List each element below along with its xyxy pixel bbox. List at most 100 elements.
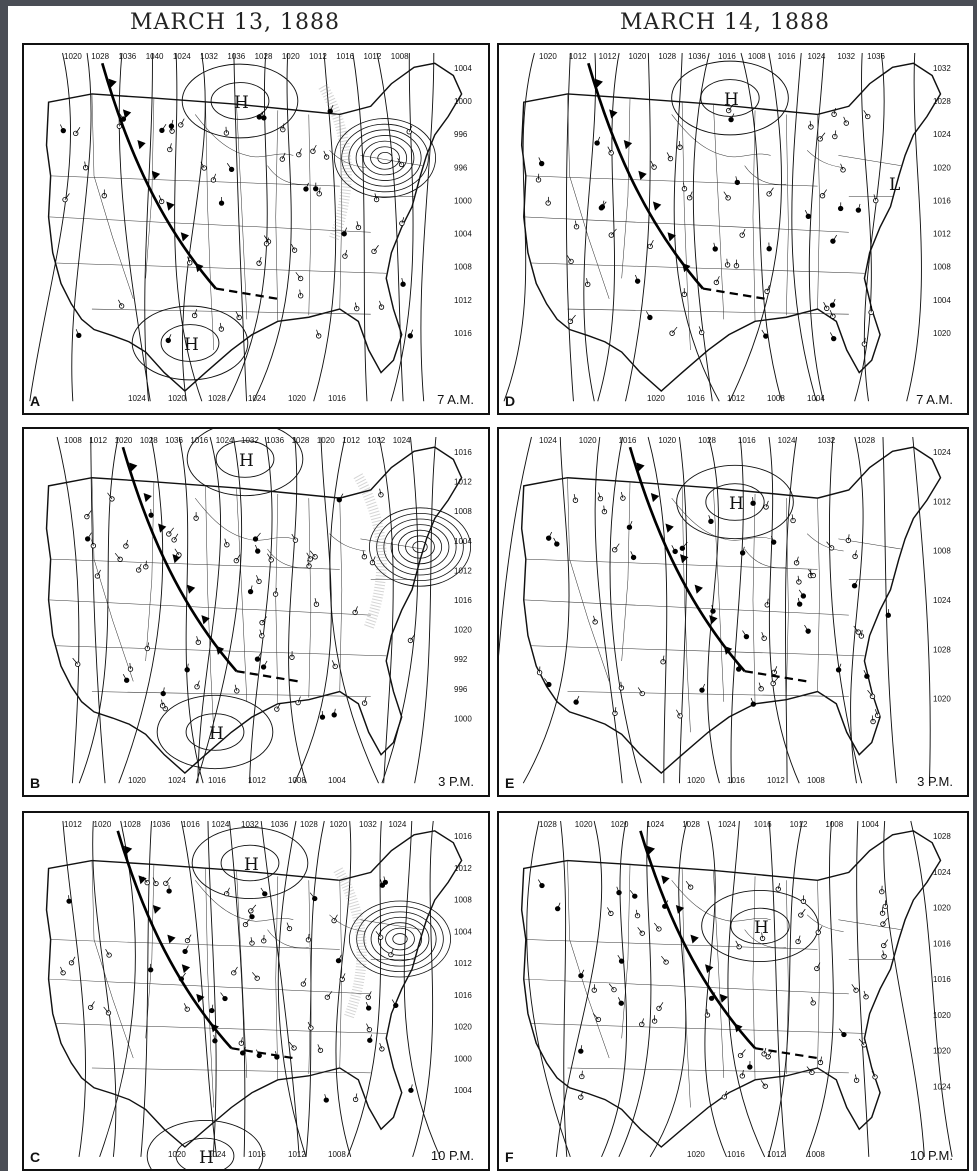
station-marker — [407, 637, 414, 644]
isobar-label: 996 — [454, 685, 468, 694]
wind-barb — [196, 680, 200, 687]
isobar-label: 1008 — [807, 776, 825, 785]
wind-barb — [305, 182, 309, 190]
wind-barb — [607, 907, 612, 914]
station-marker — [616, 890, 622, 896]
wind-barb — [662, 655, 665, 662]
front-symbol — [594, 78, 603, 88]
isobar-label: 1020 — [288, 394, 306, 403]
front-symbol — [665, 523, 674, 533]
isobar-label: 1028 — [255, 52, 273, 61]
isobar-label: 1008 — [933, 547, 951, 556]
wind-barb — [548, 531, 553, 539]
wind-barb — [874, 709, 878, 716]
station-marker — [594, 140, 600, 146]
wind-barb — [391, 999, 397, 1006]
station-marker — [167, 146, 173, 153]
wind-barb — [603, 505, 605, 512]
wind-barb — [773, 666, 778, 673]
high-pressure-label: H — [234, 93, 249, 113]
station-marker — [831, 111, 837, 117]
isobar-label: 1028 — [123, 820, 141, 829]
front-symbol — [172, 554, 181, 564]
isobar-label: 1032 — [241, 820, 259, 829]
station-marker — [120, 116, 127, 122]
wind-barb — [169, 143, 172, 150]
isobar-label: 1020 — [629, 52, 647, 61]
closed-isobar — [220, 844, 280, 882]
front-symbol — [638, 170, 647, 181]
wind-barb — [580, 1045, 583, 1052]
front-symbol — [661, 875, 670, 885]
wind-barb — [288, 1041, 295, 1049]
high-pressure-label: H — [729, 494, 744, 514]
wind-barb — [299, 289, 302, 296]
station-marker — [247, 588, 254, 595]
wind-barb — [809, 120, 812, 127]
state-boundary — [48, 978, 371, 995]
wind-barb — [107, 492, 113, 500]
wind-barb — [698, 326, 703, 333]
state-boundary — [48, 599, 371, 616]
front-symbol — [705, 964, 714, 974]
station-marker — [178, 122, 184, 128]
state-boundary — [339, 498, 343, 692]
wind-barb — [614, 707, 617, 714]
wind-barb — [181, 972, 186, 980]
isobar — [883, 820, 925, 1157]
wind-barb — [713, 242, 716, 250]
isobar-label: 1012 — [454, 864, 472, 873]
cold-front — [100, 62, 217, 290]
isobar — [180, 820, 218, 1157]
wind-barb — [365, 1001, 369, 1009]
isobar-label: 1024 — [216, 436, 234, 445]
state-boundary — [205, 485, 215, 733]
wind-barb — [161, 699, 163, 706]
isobar — [601, 820, 627, 1158]
state-boundary — [567, 1067, 849, 1074]
isobar-label: 1024 — [393, 436, 411, 445]
wind-barb — [75, 329, 80, 336]
closed-isobar — [146, 1120, 264, 1169]
state-boundary — [621, 864, 631, 1039]
wind-barb — [397, 158, 402, 165]
isobar-label: 1012 — [309, 52, 327, 61]
wind-barb — [723, 191, 729, 199]
isobar — [174, 52, 203, 402]
isobar — [740, 52, 783, 402]
state-boundary — [236, 104, 248, 320]
isobar-label: 1024 — [933, 1082, 951, 1091]
wind-barb — [649, 240, 654, 247]
wind-barb — [180, 118, 185, 126]
wind-barb — [798, 589, 804, 597]
storm-isobar — [356, 906, 444, 972]
wind-barb — [196, 636, 199, 643]
panel-time: 7 A.M. — [916, 392, 953, 407]
isobar — [260, 820, 300, 1157]
isobar — [227, 52, 268, 402]
isobar — [850, 436, 864, 784]
title-march-13: MARCH 13, 1888 — [130, 10, 340, 35]
isobar-label: 1028 — [300, 820, 318, 829]
wind-barb — [291, 533, 296, 541]
wind-barb — [275, 1051, 278, 1058]
isobar — [78, 436, 119, 784]
isobar-label: 1036 — [271, 820, 289, 829]
storm-isobar — [376, 512, 464, 582]
wind-barb — [685, 880, 691, 888]
isobar-label: 1012 — [767, 776, 785, 785]
wind-barb — [800, 908, 806, 916]
cold-front — [628, 446, 746, 673]
wind-barb — [103, 1006, 109, 1014]
isobar-label: 1036 — [867, 52, 885, 61]
front-symbol — [137, 140, 146, 150]
wind-barb — [266, 237, 270, 244]
isobar-label: 1016 — [182, 820, 200, 829]
isobar — [856, 820, 870, 1157]
isobar — [854, 52, 872, 402]
state-boundary — [275, 110, 279, 322]
wind-barb — [291, 243, 295, 251]
